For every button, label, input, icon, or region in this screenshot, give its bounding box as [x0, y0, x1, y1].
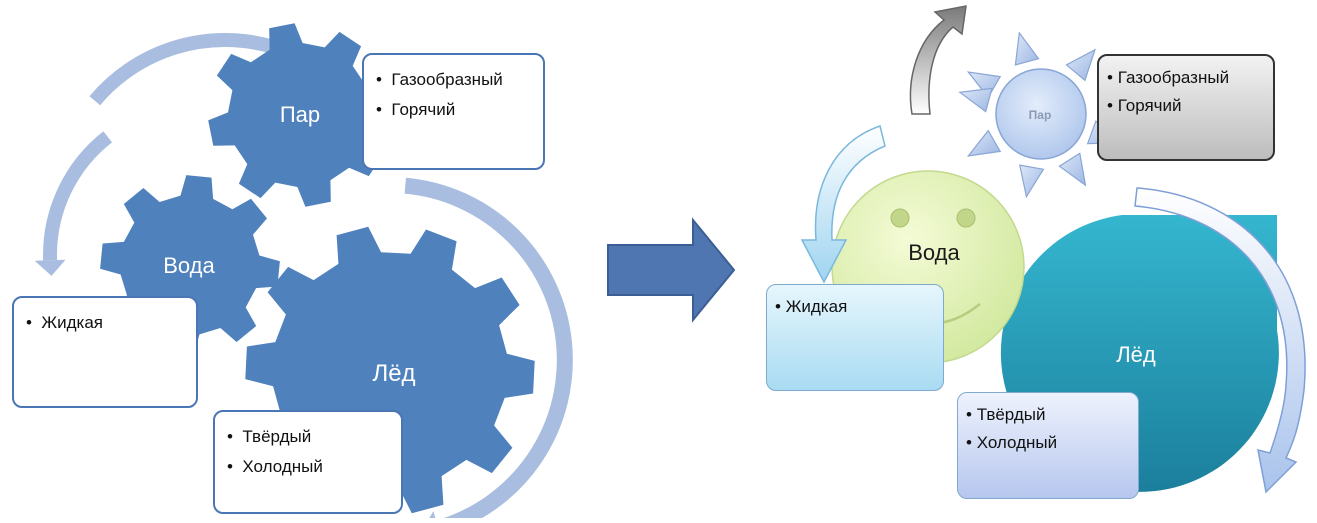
- water-note-box: Жидкая: [12, 296, 198, 408]
- sun-ray: [958, 87, 993, 113]
- ice-info-box: Твёрдый Холодный: [957, 392, 1139, 499]
- sun-ray: [1058, 152, 1087, 187]
- list-item: Холодный: [227, 452, 389, 482]
- list-item: Газообразный: [376, 65, 531, 95]
- sun-ray: [966, 71, 1002, 99]
- list-item: Горячий: [376, 95, 531, 125]
- steam-note-box: Газообразный Горячий: [362, 53, 545, 170]
- sun-icon: [995, 68, 1087, 160]
- steam-to-water-arrow-icon: [34, 131, 113, 276]
- left-cycle-arrows: [34, 31, 573, 523]
- list-item: Жидкая: [775, 293, 935, 321]
- steam-info-box: Газообразный Горячий: [1097, 54, 1275, 161]
- steam-curved-arrow-icon: [909, 5, 967, 115]
- list-item: Газообразный: [1107, 64, 1265, 92]
- steam-gear-label: Пар: [280, 102, 320, 127]
- sun-ray: [1019, 164, 1045, 199]
- water-gear-label: Вода: [163, 253, 215, 278]
- water-curved-arrow-icon: [800, 125, 886, 284]
- list-item: Холодный: [966, 429, 1130, 457]
- list-item: Горячий: [1107, 92, 1265, 120]
- sun-ray: [1065, 48, 1097, 82]
- sun-ray: [1014, 31, 1040, 66]
- ice-curved-arrow-icon: [1134, 187, 1306, 494]
- steam-gear-icon: [208, 23, 392, 207]
- sun-ray: [966, 129, 1002, 157]
- list-item: Жидкая: [26, 308, 184, 338]
- water-face-label: Вода: [908, 240, 960, 265]
- ice-note-box: Твёрдый Холодный: [213, 410, 403, 514]
- list-item: Твёрдый: [227, 422, 389, 452]
- water-info-box: Жидкая: [766, 284, 944, 391]
- steam-sun-label: Пар: [1029, 108, 1052, 122]
- list-item: Твёрдый: [966, 401, 1130, 429]
- ice-gear-label: Лёд: [372, 360, 415, 387]
- ice-shape-label: Лёд: [1116, 342, 1156, 367]
- right-arrow-icon: [607, 217, 736, 323]
